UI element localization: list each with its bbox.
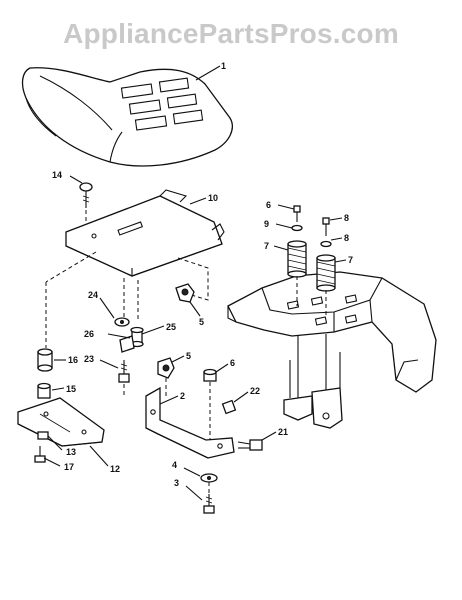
nut-22 xyxy=(221,399,237,415)
nut-6-lower xyxy=(203,368,217,382)
callout-2: 2 xyxy=(180,391,185,401)
bracket-5-lower xyxy=(157,357,175,379)
callout-12: 12 xyxy=(110,464,120,474)
callout-26: 26 xyxy=(84,329,94,339)
callout-15: 15 xyxy=(66,384,76,394)
callout-7b: 7 xyxy=(348,255,353,265)
callout-6b: 6 xyxy=(230,358,235,368)
callout-10: 10 xyxy=(208,193,218,203)
callout-9: 9 xyxy=(264,219,269,229)
seat-pan xyxy=(65,189,225,277)
spacer-15 xyxy=(37,382,51,399)
bracket-2 xyxy=(145,386,235,459)
frame xyxy=(227,271,437,429)
callout-3: 3 xyxy=(174,478,179,488)
spring-right xyxy=(316,217,336,292)
callout-5b: 5 xyxy=(186,351,191,361)
spacer-16 xyxy=(37,348,53,372)
bolt-14 xyxy=(79,182,93,208)
callout-8a: 8 xyxy=(344,213,349,223)
callout-7a: 7 xyxy=(264,241,269,251)
callout-23: 23 xyxy=(84,354,94,364)
seat xyxy=(21,67,233,167)
callout-4: 4 xyxy=(172,460,177,470)
callout-24: 24 xyxy=(88,290,98,300)
bracket-5-upper xyxy=(175,283,195,303)
callout-6a: 6 xyxy=(266,200,271,210)
callout-14: 14 xyxy=(52,170,62,180)
callout-16: 16 xyxy=(68,355,78,365)
callout-13: 13 xyxy=(66,447,76,457)
bolt-21 xyxy=(237,439,263,451)
nut-13 xyxy=(37,431,49,440)
callout-17: 17 xyxy=(64,462,74,472)
callout-5a: 5 xyxy=(199,317,204,327)
callout-8b: 8 xyxy=(344,233,349,243)
callout-22: 22 xyxy=(250,386,260,396)
watermark: AppliancePartsPros.com xyxy=(63,18,399,49)
bolt-17 xyxy=(34,446,46,463)
spring-left xyxy=(287,205,307,278)
bushing-26 xyxy=(130,326,144,348)
plate-12 xyxy=(17,397,105,447)
callout-21: 21 xyxy=(278,427,288,437)
callout-25: 25 xyxy=(166,322,176,332)
callout-1: 1 xyxy=(221,61,226,71)
bolt-3 xyxy=(203,494,215,514)
bolt-23 xyxy=(118,360,130,383)
